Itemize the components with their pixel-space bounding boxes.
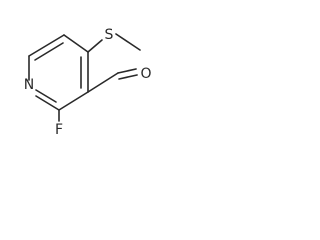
chemical-structure: N F S O [24, 27, 152, 138]
atom-labels: N F S O [24, 27, 152, 138]
bond-c2-n-outer [35, 95, 60, 111]
bond-c3-c2 [58, 91, 89, 111]
bond-s-methyl [115, 33, 141, 51]
bond-c6-c5-outer [28, 34, 65, 57]
bond-c5-c4 [63, 34, 89, 53]
atom-label-sulfur: S [105, 27, 114, 43]
bond-cho-o-inner [118, 74, 138, 80]
bond-c3-cho [87, 72, 119, 93]
substituents [58, 33, 141, 122]
atom-label-fluorine: F [55, 122, 63, 138]
bond-c4-s [87, 39, 103, 53]
pyridine-ring [28, 34, 89, 111]
atom-label-oxygen: O [140, 66, 151, 82]
atom-label-nitrogen: N [24, 77, 34, 93]
bond-c2-n-inner [35, 89, 57, 103]
bond-c6-c5-inner [34, 42, 64, 61]
bond-cho-o-outer [117, 68, 137, 74]
